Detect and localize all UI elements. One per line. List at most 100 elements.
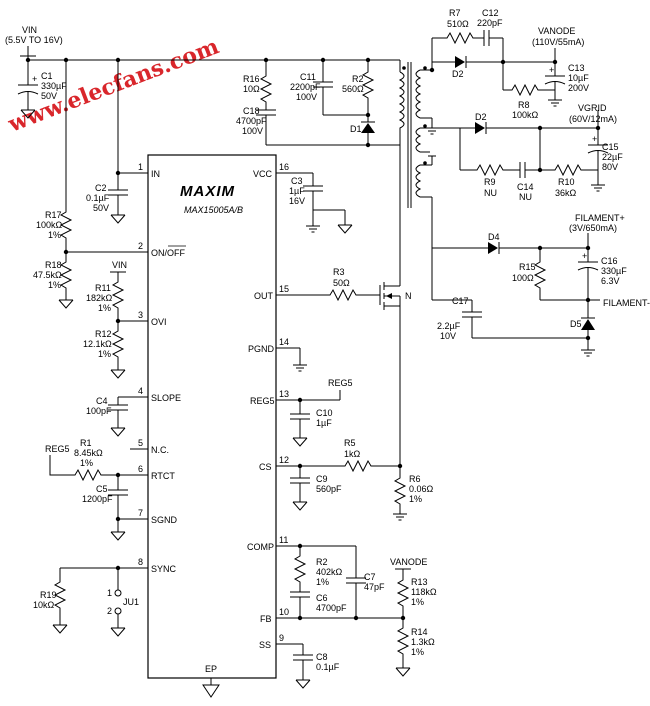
reg5-label-left: REG5 xyxy=(45,444,70,454)
watermark-text: www.elecfans.com xyxy=(4,33,223,138)
r19-value: 10kΩ xyxy=(33,600,55,610)
c3-value: 1µF xyxy=(289,186,305,196)
d1-ref: D1 xyxy=(350,124,362,134)
r2-snubber-value: 560Ω xyxy=(342,84,364,94)
r9-value: NU xyxy=(484,188,497,198)
c10-value: 1µF xyxy=(316,418,332,428)
c8-value: 0.1µF xyxy=(316,662,340,672)
c15-value: 22µF xyxy=(602,152,623,162)
filament-plus-label: FILAMENT+ xyxy=(575,213,625,223)
pin-11-num: 11 xyxy=(279,535,288,545)
r11-ref: R11 xyxy=(95,283,111,293)
r18-ref: R18 xyxy=(45,260,62,270)
r17-resistor xyxy=(59,200,73,252)
vgrid-spec: (60V/12mA) xyxy=(569,114,617,124)
pin-8-num: 8 xyxy=(138,557,143,567)
c2-rating: 50V xyxy=(93,203,109,213)
r5-value: 1kΩ xyxy=(344,449,361,459)
pin-cs-name: CS xyxy=(259,462,272,472)
reg5-label-right: REG5 xyxy=(328,378,353,388)
c13-value: 10µF xyxy=(568,73,589,83)
pin-sgnd-name: SGND xyxy=(151,515,178,525)
vin-label: VIN xyxy=(22,25,37,35)
ju1-pin1-label: 1 xyxy=(107,588,112,598)
transformer-secondary-grid xyxy=(415,127,422,153)
svg-text:+: + xyxy=(32,74,37,84)
r8-resistor xyxy=(503,83,555,97)
r18-resistor xyxy=(59,252,73,300)
c16-rating: 6.3V xyxy=(601,276,620,286)
d2-anode-diode xyxy=(432,56,555,68)
r7-value: 510Ω xyxy=(447,19,469,29)
r15-value: 100Ω xyxy=(512,273,534,283)
r9-resistor xyxy=(460,163,520,177)
d4-diode xyxy=(432,242,588,254)
pin-rtct-name: RTCT xyxy=(151,471,175,481)
c3-ref: C3 xyxy=(291,176,303,186)
r3-value: 50Ω xyxy=(333,278,350,288)
pin-vcc-name: VCC xyxy=(253,169,273,179)
pin-reg5-name: REG5 xyxy=(250,396,275,406)
r1-resistor xyxy=(49,455,118,482)
r2-comp-ref: R2 xyxy=(316,557,328,567)
c7-value: 47pF xyxy=(364,582,385,592)
r10-ref: R10 xyxy=(558,177,575,187)
pin-out-name: OUT xyxy=(254,291,274,301)
pin-14-num: 14 xyxy=(279,337,289,347)
c14-ref: C14 xyxy=(517,182,534,192)
c7-ref: C7 xyxy=(364,572,376,582)
d1-diode xyxy=(361,115,375,145)
c15-ref: C15 xyxy=(602,142,619,152)
r2-snubber-ref: R2 xyxy=(352,74,364,84)
mosfet-type-label: N xyxy=(405,291,412,301)
r5-ref: R5 xyxy=(344,438,356,448)
r11-resistor xyxy=(111,272,125,321)
ju1-pin2-label: 2 xyxy=(107,606,112,616)
r7-resistor xyxy=(432,31,484,45)
c10-ref: C10 xyxy=(316,408,333,418)
c2-value: 0.1µF xyxy=(86,193,110,203)
c18-rating: 100V xyxy=(242,126,263,136)
pin-3-num: 3 xyxy=(138,310,143,320)
pin-1-num: 1 xyxy=(138,162,143,172)
c4-ref: C4 xyxy=(96,396,108,406)
ic-logo: MAXIM xyxy=(180,183,235,200)
ju1-pin2 xyxy=(114,607,122,615)
c17-rating: 10V xyxy=(440,331,456,341)
transformer-primary xyxy=(398,71,405,145)
c14-value: NU xyxy=(519,192,532,202)
r16-ref: R16 xyxy=(243,74,260,84)
r3-ref: R3 xyxy=(333,267,345,277)
vin-range-label: (5.5V TO 16V) xyxy=(5,35,63,45)
pin-fb-name: FB xyxy=(260,614,272,624)
r19-ref: R19 xyxy=(40,590,57,600)
vanode2-label: VANODE xyxy=(390,557,427,567)
pin-6-num: 6 xyxy=(138,464,143,474)
c15-rating: 80V xyxy=(602,162,618,172)
r8-ref: R8 xyxy=(518,100,530,110)
vanode1-label: VANODE xyxy=(538,26,575,36)
svg-text:+: + xyxy=(582,251,587,261)
filament-minus-label: FILAMENT- xyxy=(603,298,650,308)
svg-text:+: + xyxy=(592,134,597,144)
pin-nc-name: N.C. xyxy=(151,445,169,455)
d5-diode xyxy=(581,319,595,330)
ju1-pin1 xyxy=(114,589,122,597)
c16-ref: C16 xyxy=(601,256,618,266)
c9-ref: C9 xyxy=(316,474,328,484)
c2-ref: C2 xyxy=(95,183,107,193)
d5-ref: D5 xyxy=(570,319,582,329)
vanode1-spec: (110V/55mA) xyxy=(532,37,584,47)
c6-ref: C6 xyxy=(316,593,328,603)
c8-ref: C8 xyxy=(316,652,328,662)
r2-comp-resistor xyxy=(293,546,307,592)
nmos-transistor xyxy=(379,282,401,310)
pin-13-num: 13 xyxy=(279,389,289,399)
pin-pgnd-name: PGND xyxy=(248,344,275,354)
r1-ref: R1 xyxy=(80,438,92,448)
c11-value: 2200pF xyxy=(290,82,321,92)
c17-ref: C17 xyxy=(452,296,469,306)
r13-tol: 1% xyxy=(411,597,424,607)
r1-tol: 1% xyxy=(80,458,93,468)
